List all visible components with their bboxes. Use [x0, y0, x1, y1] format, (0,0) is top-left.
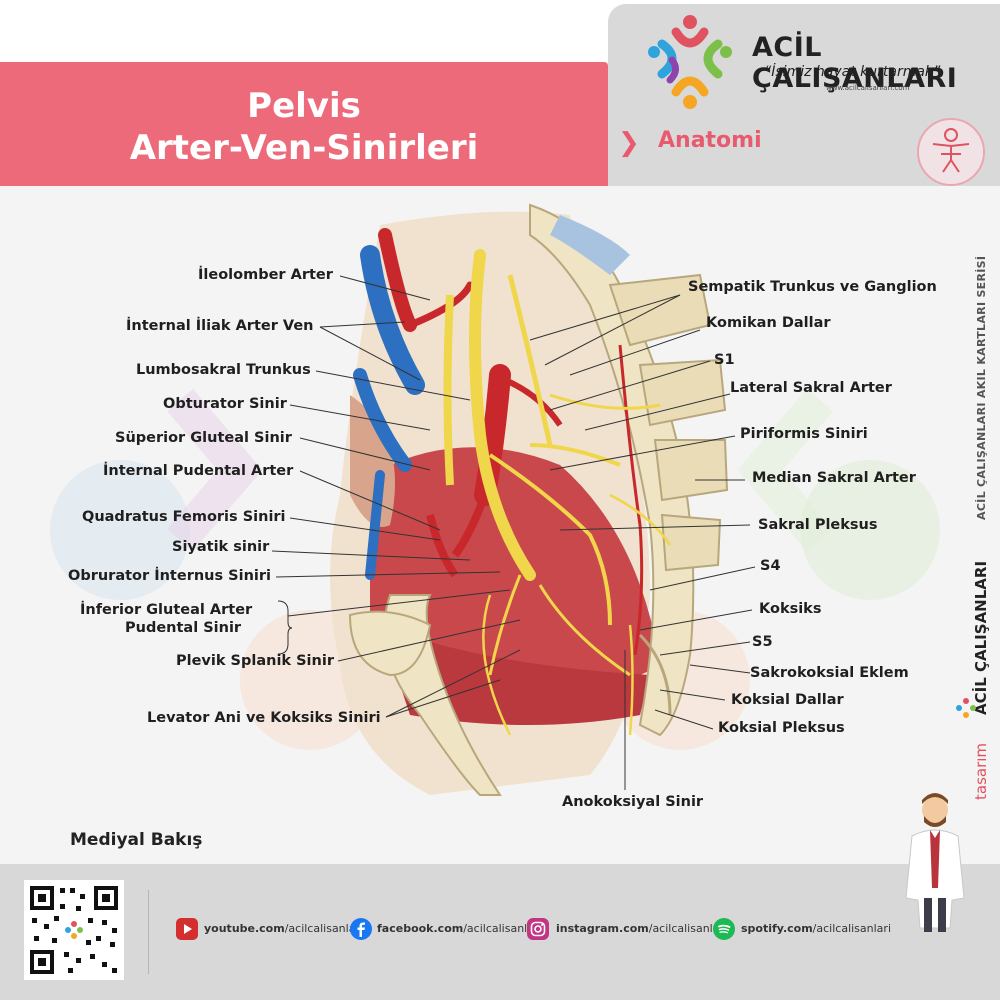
- youtube-domain: youtube.com: [204, 922, 285, 935]
- label-superior-gluteal-sinir: Süperior Gluteal Sinir: [115, 430, 292, 446]
- human-body-icon: [917, 118, 985, 186]
- label-sempatik-trunkus-ve-ganglion: Sempatik Trunkus ve Ganglion: [688, 279, 937, 295]
- spotify-domain: spotify.com: [741, 922, 813, 935]
- youtube-link[interactable]: youtube.com/acilcalisanlari: [204, 922, 363, 935]
- label-koksial-dallar: Koksial Dallar: [731, 692, 844, 708]
- page-title-line1: Pelvis: [247, 86, 361, 126]
- youtube-icon[interactable]: [176, 918, 198, 940]
- design-credit: tasarım ACİL ÇALIŞANLARI: [972, 561, 990, 800]
- spotify-icon[interactable]: [713, 918, 735, 940]
- label-plevik-splanik-sinir: Plevik Splanik Sinir: [176, 653, 334, 669]
- page-title-line2: Arter-Ven-Sinirleri: [129, 128, 479, 168]
- label-pudental-sinir: Pudental Sinir: [125, 620, 242, 636]
- label-lumbosakral-trunkus: Lumbosakral Trunkus: [136, 362, 311, 378]
- label-internal-iliak-arter-ven: İnternal İliak Arter Ven: [126, 318, 314, 334]
- label-quadratus-femoris-siniri: Quadratus Femoris Siniri: [82, 509, 286, 525]
- label-obturator-sinir: Obturator Sinir: [163, 396, 287, 412]
- chevron-right-icon: ❯: [618, 128, 640, 158]
- label-median-sakral-arter: Median Sakral Arter: [752, 470, 916, 486]
- qr-code[interactable]: [24, 880, 124, 980]
- label-anokoksiyal-sinir: Anokoksiyal Sinir: [562, 794, 704, 810]
- view-label: Mediyal Bakış: [70, 830, 203, 850]
- label-koksial-pleksus: Koksial Pleksus: [718, 720, 845, 736]
- brand-url[interactable]: www.acilcalisanlari.com: [826, 84, 910, 92]
- instagram-link[interactable]: instagram.com/acilcalisanlari: [556, 922, 727, 935]
- brand-slogan: “İşimiz hayat kurtarmak”: [764, 64, 941, 80]
- doctor-figure-icon: [905, 793, 965, 932]
- instagram-handle: /acilcalisanlari: [648, 922, 728, 935]
- footer: [0, 864, 1000, 1000]
- label-piriformis-siniri: Piriformis Siniri: [740, 426, 868, 442]
- label-ileolomber-arter: İleolomber Arter: [198, 267, 333, 283]
- label-sakrokoksial-eklem: Sakrokoksial Eklem: [750, 665, 909, 681]
- brand-logo-icon: [648, 15, 732, 109]
- category-label: Anatomi: [658, 128, 762, 153]
- label-s4: S4: [760, 558, 781, 574]
- brand-name: ACİL ÇALIŞANLARI: [752, 32, 958, 94]
- small-brand-logo-icon: [956, 698, 976, 718]
- label-inferior-gluteal-arter: İnferior Gluteal Arter: [80, 602, 253, 618]
- facebook-handle: /acilcalisanlari: [463, 922, 542, 935]
- label-s5: S5: [752, 634, 773, 650]
- spotify-link[interactable]: spotify.com/acilcalisanlari: [741, 922, 891, 935]
- design-credit-name: ACİL ÇALIŞANLARI: [972, 560, 990, 715]
- series-label: ACİL ÇALIŞANLARI AKIL KARTLARI SERİSİ: [975, 255, 988, 520]
- facebook-link[interactable]: facebook.com/acilcalisanlari: [377, 922, 542, 935]
- label-sakral-pleksus: Sakral Pleksus: [758, 517, 878, 533]
- footer-divider: [148, 890, 149, 974]
- instagram-icon[interactable]: [527, 918, 549, 940]
- label-s1: S1: [714, 352, 735, 368]
- label-levator-ani-ve-koksiks-siniri: Levator Ani ve Koksiks Siniri: [147, 710, 381, 726]
- facebook-icon[interactable]: [350, 918, 372, 940]
- label-lateral-sakral-arter: Lateral Sakral Arter: [730, 380, 892, 396]
- instagram-domain: instagram.com: [556, 922, 649, 935]
- design-credit-prefix: tasarım: [972, 742, 990, 800]
- label-internal-pudental-arter: İnternal Pudental Arter: [103, 463, 294, 479]
- label-siyatik-sinir: Siyatik sinir: [172, 539, 270, 555]
- spotify-handle: /acilcalisanlari: [812, 922, 891, 935]
- label-obrurator-internus-siniri: Obrurator İnternus Siniri: [68, 568, 271, 584]
- label-koksiks: Koksiks: [759, 601, 822, 617]
- youtube-handle: /acilcalisanlari: [284, 922, 364, 935]
- pelvis-illustration: [330, 203, 729, 796]
- title-banner: [0, 62, 608, 186]
- facebook-domain: facebook.com: [377, 922, 464, 935]
- label-komikan-dallar: Komikan Dallar: [706, 315, 831, 331]
